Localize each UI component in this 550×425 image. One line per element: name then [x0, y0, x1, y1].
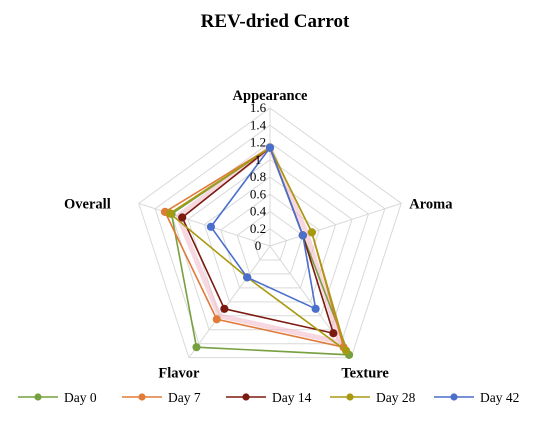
legend-swatch-marker-4	[450, 393, 458, 401]
legend-label-0: Day 0	[64, 390, 97, 405]
tick-label-1: 0.2	[250, 221, 266, 236]
tick-label-3: 0.6	[250, 186, 267, 201]
spoke-4	[138, 202, 271, 247]
legend-label-4: Day 42	[480, 390, 519, 405]
series-3-point-1	[307, 228, 316, 237]
series-4-point-4	[206, 222, 216, 231]
legend-item-2: Day 14	[226, 390, 312, 405]
axis-label-aroma: Aroma	[409, 196, 453, 212]
series-4-point-2	[311, 304, 320, 313]
tick-label-0: 0	[255, 238, 262, 253]
spoke-1	[269, 202, 402, 247]
grid-ring-4	[203, 176, 337, 303]
legend-label-1: Day 7	[168, 390, 201, 405]
legend-swatch-marker-2	[242, 393, 250, 401]
tick-label-7: 1.4	[250, 117, 267, 132]
series-1-point-3	[212, 315, 221, 324]
grid-ring-2	[236, 210, 304, 275]
tick-label-8: 1.6	[250, 100, 267, 115]
grid-rings	[138, 107, 402, 359]
chart-title: REV-dried Carrot	[201, 11, 350, 32]
series-4-point-3	[243, 273, 252, 282]
series-0-point-3	[192, 343, 201, 352]
legend-item-3: Day 28	[330, 390, 416, 405]
series-line-3	[168, 146, 348, 353]
grid-ring-7	[154, 124, 386, 345]
legend-label-2: Day 14	[272, 390, 312, 405]
axis-label-overall: Overall	[64, 196, 111, 212]
legend: Day 0 Day 7 Day 14 Day 28 Day 42	[18, 390, 519, 405]
axis-spokes	[138, 108, 402, 358]
tick-labels: 0 0.2 0.4 0.6 0.8 1 1.2 1.4 1.6	[250, 100, 267, 253]
pink-band	[175, 143, 344, 346]
grid-ring-8	[138, 107, 402, 359]
legend-label-3: Day 28	[376, 390, 416, 405]
legend-swatch-marker-1	[138, 393, 146, 401]
series-3-point-4	[165, 209, 175, 218]
series-4	[206, 143, 320, 313]
series-4-point-1	[298, 231, 307, 240]
tick-label-6: 1.2	[250, 135, 266, 150]
series-4-point-0	[265, 143, 275, 152]
legend-swatch-marker-0	[34, 393, 42, 401]
axis-label-flavor: Flavor	[158, 366, 200, 382]
legend-item-4: Day 42	[434, 390, 519, 405]
series-2-point-2	[329, 329, 338, 338]
tick-label-4: 0.8	[250, 169, 266, 184]
tick-label-5: 1	[255, 152, 262, 167]
series-2-point-4	[178, 213, 187, 222]
legend-swatch-marker-3	[346, 393, 354, 401]
series-3-point-2	[341, 346, 351, 355]
pink-band-shape	[175, 143, 344, 346]
series-line-4	[209, 146, 317, 311]
grid-ring-1	[253, 228, 287, 261]
grid-ring-5	[187, 159, 353, 317]
axis-label-texture: Texture	[341, 366, 389, 382]
series-2-point-3	[220, 304, 229, 313]
tick-label-2: 0.4	[250, 204, 267, 219]
legend-item-0: Day 0	[18, 390, 97, 405]
legend-item-1: Day 7	[122, 390, 201, 405]
series-layer	[160, 143, 354, 359]
spoke-3	[188, 245, 271, 358]
axis-label-appearance: Appearance	[233, 88, 308, 104]
